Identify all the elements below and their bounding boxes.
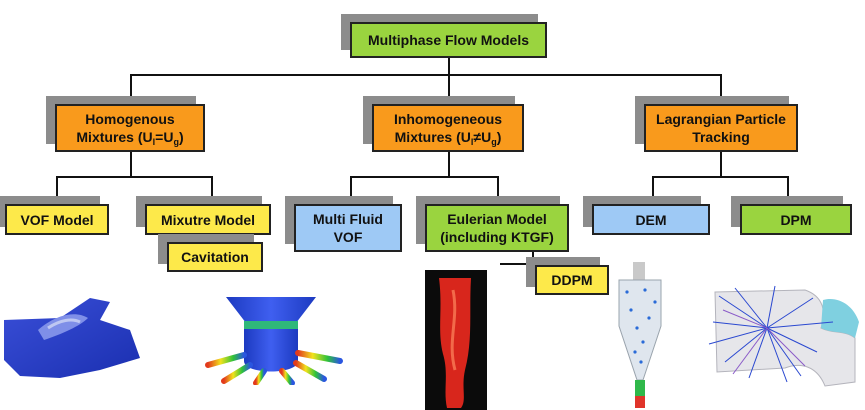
- eulerian-model-box: Eulerian Model (including KTGF): [425, 204, 569, 252]
- particle-streamlines: [708, 285, 834, 383]
- connector-inhomogeneous-bar: [350, 176, 498, 178]
- inhomogeneous-line2: Mixtures (Ul≠Ug): [394, 129, 502, 147]
- connector-mixture: [211, 176, 213, 204]
- connector-homogenous-bar: [56, 176, 212, 178]
- connector-ddpm: [500, 263, 534, 265]
- geometry-shell-shape: [714, 289, 856, 387]
- eulerian-line1: Eulerian Model: [447, 211, 547, 227]
- vof-free-surface-render: [4, 298, 140, 378]
- connector-level1-bar: [130, 74, 720, 76]
- dem-box: DEM: [592, 204, 710, 235]
- connector-eulerian-ddpm: [532, 250, 534, 264]
- connector-root-down: [448, 57, 450, 75]
- connector-lagrangian-down: [720, 151, 722, 177]
- connector-dem: [652, 176, 654, 204]
- nozzle-ring-shape: [244, 321, 298, 329]
- cavitation-box: Cavitation: [167, 242, 263, 272]
- inhomogeneous-box: Inhomogeneous Mixtures (Ul≠Ug): [372, 104, 524, 152]
- homogenous-box: Homogenous Mixtures (Ul=Ug): [55, 104, 205, 152]
- dpm-particle-tracks-render: [708, 285, 859, 387]
- dpm-box: DPM: [740, 204, 852, 235]
- cyclone-body-shape: [618, 279, 662, 381]
- vof-model-label: VOF Model: [20, 211, 94, 228]
- cyclone-dipleg-shape: [635, 380, 645, 408]
- mixture-model-label: Mixutre Model: [160, 211, 256, 228]
- dem-cyclone-render: [618, 262, 662, 408]
- connector-inhomogeneous: [448, 74, 450, 104]
- connector-eulerian: [497, 176, 499, 204]
- nozzle-body-shape: [244, 329, 298, 372]
- connector-lagrangian: [720, 74, 722, 104]
- cavitation-label: Cavitation: [181, 249, 249, 265]
- root-box: Multiphase Flow Models: [350, 22, 547, 58]
- connector-vof: [56, 176, 58, 204]
- vof-model-box: VOF Model: [5, 204, 109, 235]
- eulerian-column-render: [425, 270, 487, 410]
- water-surface-shape: [4, 298, 140, 378]
- multi-fluid-line2: VOF: [333, 229, 363, 245]
- connector-inhomogeneous-down: [448, 151, 450, 177]
- column-fluid-shape: [439, 278, 471, 408]
- connector-homogenous: [130, 74, 132, 104]
- connector-homogenous-down: [130, 151, 132, 177]
- root-label: Multiphase Flow Models: [367, 32, 529, 48]
- connector-multi-fluid: [350, 176, 352, 204]
- lagrangian-box: Lagrangian Particle Tracking: [644, 104, 798, 152]
- dem-label: DEM: [635, 211, 667, 228]
- inhomogeneous-line1: Inhomogeneous: [393, 111, 503, 127]
- homogenous-line1: Homogenous: [85, 111, 175, 127]
- dpm-label: DPM: [780, 211, 812, 228]
- multi-fluid-line1: Multi Fluid: [313, 211, 383, 227]
- cyclone-outlet-shape: [633, 262, 645, 280]
- ddpm-box: DDPM: [535, 265, 609, 295]
- connector-lagrangian-bar: [652, 176, 788, 178]
- homogenous-line2: Mixtures (Ul=Ug): [76, 129, 184, 147]
- cavitation-nozzle-render: [205, 297, 343, 385]
- nozzle-jets: [205, 350, 343, 385]
- wave-spray-shape: [47, 318, 81, 330]
- connector-dpm: [787, 176, 789, 204]
- nozzle-funnel-shape: [226, 297, 316, 323]
- lagrangian-line2: Tracking: [692, 129, 750, 145]
- ddpm-label: DDPM: [551, 272, 593, 288]
- cyclone-particles: [625, 288, 657, 364]
- multi-fluid-vof-box: Multi Fluid VOF: [294, 204, 402, 252]
- lagrangian-line1: Lagrangian Particle: [656, 111, 786, 127]
- eulerian-line2: (including KTGF): [440, 229, 554, 245]
- mixture-model-box: Mixutre Model: [145, 204, 271, 235]
